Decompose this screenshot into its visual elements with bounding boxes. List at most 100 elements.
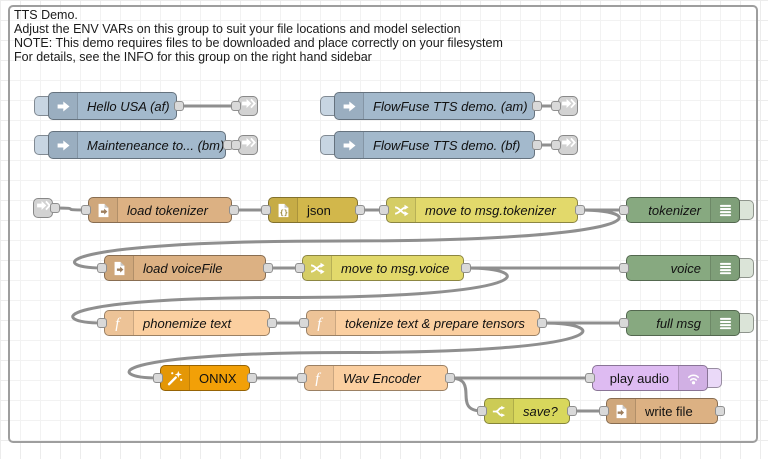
wav-encoder-output-port[interactable] <box>445 373 455 383</box>
write-file-label: write file <box>645 403 693 419</box>
debug-output-icon <box>710 256 739 280</box>
inject-flowfuse-bf[interactable]: FlowFuse TTS demo. (bf) <box>334 131 535 159</box>
svg-text:f: f <box>315 370 322 386</box>
play-audio[interactable]: play audio <box>592 365 708 391</box>
switch-save[interactable]: save? <box>484 398 570 424</box>
file-in-icon <box>89 198 118 222</box>
move-to-msg-tokenizer-input-port[interactable] <box>379 205 389 215</box>
onnx-output-port[interactable] <box>247 373 257 383</box>
phonemize-text[interactable]: f phonemize text <box>104 310 270 336</box>
wav-encoder-input-port[interactable] <box>297 373 307 383</box>
wire[interactable] <box>127 321 585 380</box>
switch-save-label: save? <box>523 403 558 419</box>
tokenize-text-input-port[interactable] <box>299 318 309 328</box>
wav-encoder[interactable]: f Wav Encoder <box>304 365 448 391</box>
link-out-bf[interactable] <box>558 135 578 155</box>
move-to-msg-tokenizer-label: move to msg.tokenizer <box>425 202 556 218</box>
load-voicefile-input-port[interactable] <box>97 263 107 273</box>
move-to-msg-voice[interactable]: move to msg.voice <box>302 255 464 281</box>
wire[interactable] <box>72 208 621 270</box>
inject-flowfuse-am-output-port[interactable] <box>532 101 542 111</box>
move-to-msg-tokenizer[interactable]: move to msg.tokenizer <box>386 197 578 223</box>
link-out-hello[interactable] <box>238 96 258 116</box>
onnx-label: ONNX <box>199 370 237 386</box>
load-tokenizer[interactable]: load tokenizer <box>88 197 232 223</box>
load-tokenizer-input-port[interactable] <box>81 205 91 215</box>
load-tokenizer-output-port[interactable] <box>229 205 239 215</box>
play-audio-input-port[interactable] <box>585 373 595 383</box>
switch-save-input-port[interactable] <box>477 406 487 416</box>
inject-maintenance-label: Mainteneance to... (bm) <box>87 137 225 153</box>
group-label-line: NOTE: This demo requires files to be dow… <box>14 36 503 50</box>
link-out-maintenance-input-port[interactable] <box>231 140 241 150</box>
json-output-port[interactable] <box>355 205 365 215</box>
write-file-output-port[interactable] <box>715 406 725 416</box>
debug-tokenizer-label: tokenizer <box>648 202 701 218</box>
inject-hello-usa-label: Hello USA (af) <box>87 98 170 114</box>
link-out-icon <box>561 96 576 116</box>
link-out-maintenance[interactable] <box>238 135 258 155</box>
inject-maintenance[interactable]: Mainteneance to... (bm) <box>48 131 226 159</box>
onnx-input-port[interactable] <box>153 373 163 383</box>
debug-voice-input-port[interactable] <box>619 263 629 273</box>
json-file-icon: {} <box>269 198 298 222</box>
change-shuffle-icon <box>387 198 416 222</box>
tokenize-text-label: tokenize text & prepare tensors <box>345 315 525 331</box>
svg-text:f: f <box>317 315 324 331</box>
link-in-icon <box>36 198 51 218</box>
link-out-bf-input-port[interactable] <box>551 140 561 150</box>
inject-arrow-icon <box>335 93 364 119</box>
onnx[interactable]: ONNX <box>160 365 250 391</box>
svg-text:{}: {} <box>279 208 287 216</box>
switch-fork-icon <box>485 399 514 423</box>
wire[interactable] <box>449 376 483 413</box>
inject-arrow-icon <box>335 132 364 158</box>
svg-text:f: f <box>115 315 122 331</box>
inject-arrow-icon <box>49 132 78 158</box>
tokenize-text[interactable]: f tokenize text & prepare tensors <box>306 310 540 336</box>
inject-flowfuse-bf-label: FlowFuse TTS demo. (bf) <box>373 137 521 153</box>
phonemize-text-input-port[interactable] <box>97 318 107 328</box>
file-out-icon <box>607 399 636 423</box>
audio-waves-icon <box>678 366 707 390</box>
load-tokenizer-label: load tokenizer <box>127 202 208 218</box>
move-to-msg-voice-output-port[interactable] <box>461 263 471 273</box>
link-in-flow-output-port[interactable] <box>50 203 60 213</box>
debug-output-icon <box>710 311 739 335</box>
inject-hello-usa[interactable]: Hello USA (af) <box>48 92 177 120</box>
debug-voice[interactable]: voice <box>626 255 740 281</box>
json[interactable]: {}json <box>268 197 358 223</box>
inject-flowfuse-am[interactable]: FlowFuse TTS demo. (am) <box>334 92 535 120</box>
wire[interactable] <box>71 266 509 325</box>
wire[interactable] <box>54 206 87 212</box>
inject-flowfuse-am-label: FlowFuse TTS demo. (am) <box>373 98 528 114</box>
debug-tokenizer[interactable]: tokenizer <box>626 197 740 223</box>
load-voicefile[interactable]: load voiceFile <box>104 255 266 281</box>
move-to-msg-tokenizer-output-port[interactable] <box>575 205 585 215</box>
write-file-input-port[interactable] <box>599 406 609 416</box>
debug-full-msg-input-port[interactable] <box>619 318 629 328</box>
move-to-msg-voice-input-port[interactable] <box>295 263 305 273</box>
move-to-msg-voice-label: move to msg.voice <box>341 260 450 276</box>
inject-flowfuse-bf-output-port[interactable] <box>532 140 542 150</box>
link-out-hello-input-port[interactable] <box>231 101 241 111</box>
write-file[interactable]: write file <box>606 398 718 424</box>
group-label-line: TTS Demo. <box>14 8 78 22</box>
switch-save-output-port[interactable] <box>567 406 577 416</box>
debug-tokenizer-input-port[interactable] <box>619 205 629 215</box>
phonemize-text-label: phonemize text <box>143 315 232 331</box>
group-label-line: For details, see the INFO for this group… <box>14 50 372 64</box>
inject-hello-usa-output-port[interactable] <box>174 101 184 111</box>
link-out-am[interactable] <box>558 96 578 116</box>
tokenize-text-output-port[interactable] <box>537 318 547 328</box>
load-voicefile-output-port[interactable] <box>263 263 273 273</box>
phonemize-text-output-port[interactable] <box>267 318 277 328</box>
link-out-am-input-port[interactable] <box>551 101 561 111</box>
link-out-icon <box>241 135 256 155</box>
wav-encoder-label: Wav Encoder <box>343 370 421 386</box>
link-out-icon <box>241 96 256 116</box>
json-input-port[interactable] <box>261 205 271 215</box>
debug-full-msg[interactable]: full msg <box>626 310 740 336</box>
